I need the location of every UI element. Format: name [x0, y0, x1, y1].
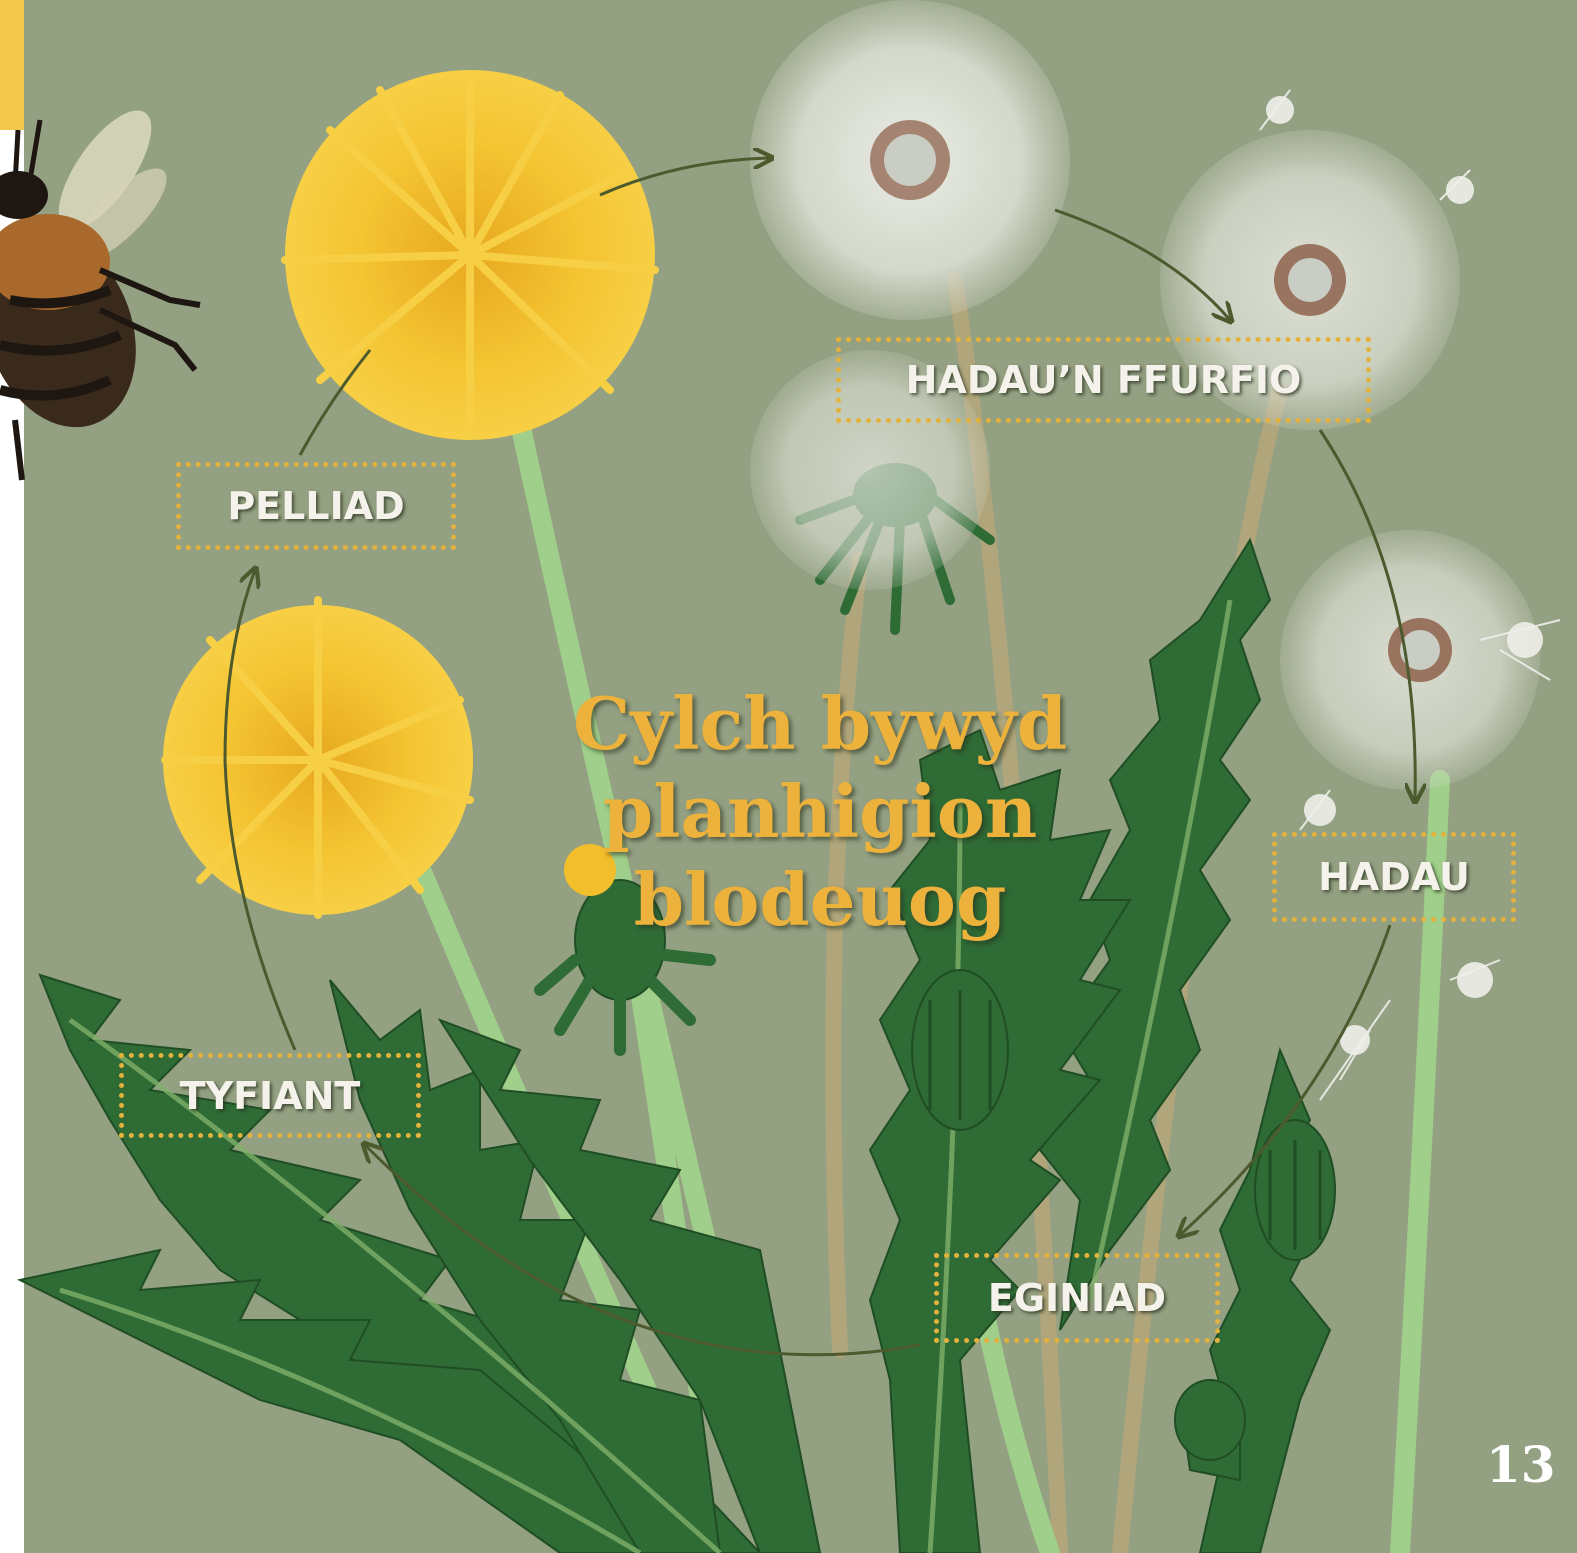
page-number: 13	[1486, 1435, 1556, 1494]
stage-label-seeds: HADAU	[1272, 832, 1516, 922]
stage-label-germination: EGINIAD	[934, 1253, 1220, 1343]
bee-icon	[0, 97, 200, 480]
stage-label-seed-formation: HADAU’N FFURFIO	[836, 337, 1371, 423]
stage-label-pollination: PELLIAD	[176, 462, 456, 550]
title-line-3: blodeuog	[520, 856, 1120, 944]
title-line-1: Cylch bywyd	[520, 680, 1120, 768]
title-line-2: planhigion	[520, 768, 1120, 856]
diagram-title: Cylch bywyd planhigion blodeuog	[520, 680, 1120, 944]
stage-label-growth: TYFIANT	[119, 1053, 421, 1138]
